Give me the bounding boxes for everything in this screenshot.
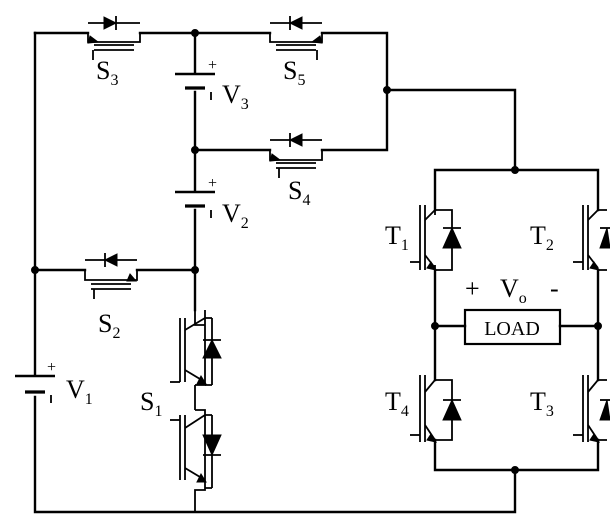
text-labels: S3 S5 S4 S2 S1 + V3 + V2 + V1 T1 T2 T4 T… <box>47 56 559 420</box>
battery-v1 <box>15 374 55 403</box>
switch-t2 <box>573 205 610 271</box>
switch-s1 <box>170 310 222 512</box>
junction-dot <box>594 322 602 330</box>
battery-plus-v2: + <box>208 175 217 192</box>
junction-dot <box>191 146 199 154</box>
junction-dot <box>31 266 39 274</box>
load-label: LOAD <box>484 318 540 340</box>
junction-dot <box>431 322 439 330</box>
switch-s3 <box>87 16 141 60</box>
label-t4: T4 <box>385 387 409 420</box>
label-s1: S1 <box>140 387 162 420</box>
battery-v3 <box>175 72 215 100</box>
label-s2: S2 <box>98 309 120 342</box>
junction-dots <box>31 29 602 474</box>
switch-t1 <box>410 205 462 271</box>
vo-minus: - <box>550 274 559 303</box>
switch-s4 <box>269 133 323 178</box>
battery-plus-v3: + <box>208 57 217 74</box>
switch-s2 <box>84 253 138 299</box>
label-t1: T1 <box>385 221 409 254</box>
label-s4: S4 <box>288 176 310 209</box>
switch-t4 <box>410 375 462 443</box>
junction-dot <box>383 86 391 94</box>
label-v1: V1 <box>66 375 93 408</box>
junction-dot <box>511 466 519 474</box>
junction-dot <box>191 29 199 37</box>
vo-plus: + <box>465 274 480 303</box>
load-box <box>463 308 562 346</box>
label-s3: S3 <box>96 56 118 89</box>
junction-dot <box>191 266 199 274</box>
battery-plus-v1: + <box>47 359 56 376</box>
label-t2: T2 <box>530 221 554 254</box>
label-v2: V2 <box>222 199 249 232</box>
wires <box>33 31 600 514</box>
switch-t3 <box>573 375 610 443</box>
junction-dot <box>511 166 519 174</box>
label-t3: T3 <box>530 387 554 420</box>
switch-s5 <box>269 16 323 60</box>
battery-v2 <box>175 190 215 218</box>
label-vo: Vo <box>500 274 527 307</box>
label-s5: S5 <box>283 56 305 89</box>
label-v3: V3 <box>222 80 249 113</box>
